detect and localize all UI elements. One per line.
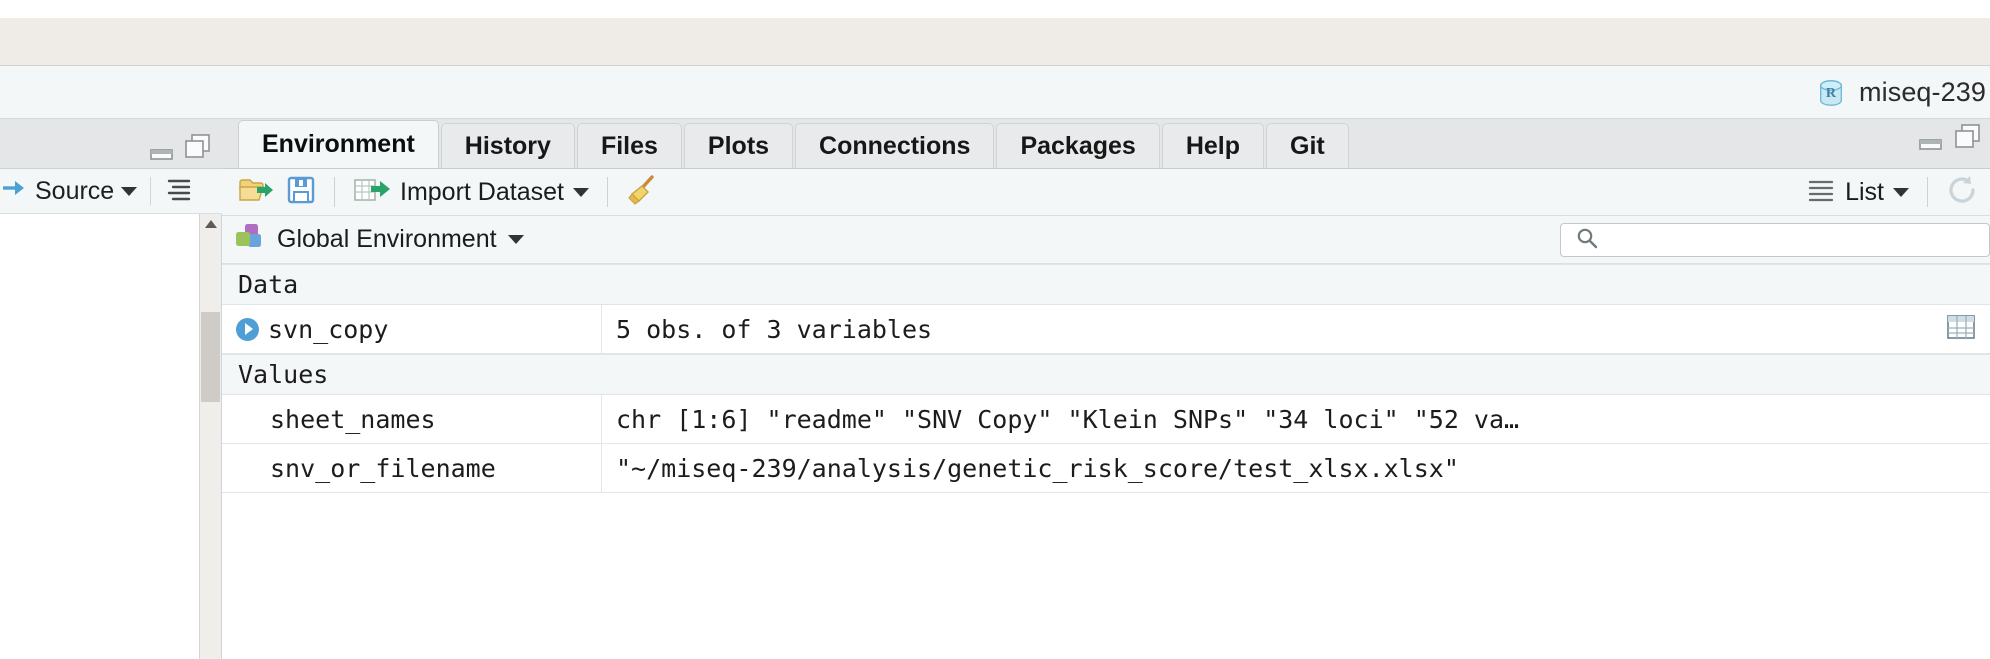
source-editor-body[interactable] bbox=[0, 214, 222, 659]
environment-pane: Environment History Files Plots Connecti… bbox=[222, 119, 1990, 659]
tab-files-label: Files bbox=[600, 131, 658, 160]
source-pane: Source bbox=[0, 119, 222, 659]
source-pane-titlebar bbox=[0, 119, 222, 169]
minimize-icon[interactable] bbox=[1918, 131, 1944, 156]
source-scrollbar-thumb[interactable] bbox=[201, 312, 220, 402]
environment-search-box[interactable] bbox=[1560, 223, 1990, 257]
toolbar-separator bbox=[606, 177, 608, 207]
source-toolbar: Source bbox=[0, 169, 222, 214]
section-title: Values bbox=[238, 360, 329, 389]
refresh-button[interactable] bbox=[1940, 171, 1990, 214]
chevron-down-icon[interactable] bbox=[572, 187, 589, 197]
object-name: snv_or_filename bbox=[270, 453, 496, 483]
section-header-values: Values bbox=[222, 354, 1990, 395]
environment-toolbar: Import Dataset bbox=[222, 169, 1990, 216]
r-project-icon: R bbox=[1816, 78, 1846, 108]
save-floppy-icon bbox=[286, 175, 316, 210]
project-name-label: miseq-239 bbox=[1859, 77, 1986, 107]
source-button[interactable]: Source bbox=[0, 176, 138, 206]
refresh-icon bbox=[1946, 174, 1980, 211]
object-value: "~/miseq-239/analysis/genetic_risk_score… bbox=[616, 453, 1459, 483]
tab-history-label: History bbox=[464, 131, 551, 160]
expand-object-icon[interactable] bbox=[236, 317, 259, 341]
tab-connections-label: Connections bbox=[819, 131, 971, 160]
window-top-edge bbox=[0, 0, 1990, 18]
tab-environment[interactable]: Environment bbox=[238, 120, 439, 168]
section-title: Data bbox=[238, 270, 299, 299]
toolbar-separator bbox=[334, 177, 335, 207]
load-workspace-button[interactable] bbox=[232, 172, 280, 213]
object-name-cell[interactable]: svn_copy bbox=[222, 305, 602, 353]
environment-pane-window-controls[interactable] bbox=[1918, 123, 1990, 168]
tab-git[interactable]: Git bbox=[1266, 123, 1349, 168]
open-folder-icon bbox=[238, 175, 274, 210]
chevron-down-icon[interactable] bbox=[507, 235, 524, 244]
tab-packages-label: Packages bbox=[1020, 131, 1136, 160]
list-lines-icon bbox=[1806, 177, 1836, 208]
object-value-cell: chr [1:6] "readme" "SNV Copy" "Klein SNP… bbox=[602, 395, 1990, 443]
object-value: chr [1:6] "readme" "SNV Copy" "Klein SNP… bbox=[616, 404, 1520, 434]
search-icon bbox=[1575, 226, 1599, 255]
tab-files[interactable]: Files bbox=[576, 123, 682, 168]
object-value-cell: 5 obs. of 3 variables bbox=[602, 305, 1932, 353]
broom-icon bbox=[626, 174, 658, 210]
tab-plots[interactable]: Plots bbox=[683, 123, 794, 168]
project-bar: R miseq-239 bbox=[0, 66, 1990, 119]
view-mode-button[interactable]: List bbox=[1800, 174, 1915, 211]
environment-tabbar: Environment History Files Plots Connecti… bbox=[222, 119, 1990, 169]
maximize-icon[interactable] bbox=[1954, 123, 1982, 156]
table-row[interactable]: snv_or_filename "~/miseq-239/analysis/ge… bbox=[222, 444, 1990, 493]
tab-help[interactable]: Help bbox=[1161, 123, 1265, 168]
minimize-icon[interactable] bbox=[149, 141, 175, 166]
import-dataset-button[interactable]: Import Dataset bbox=[347, 172, 595, 213]
project-selector[interactable]: R miseq-239 bbox=[1816, 66, 1990, 119]
svg-text:R: R bbox=[1826, 84, 1837, 100]
object-value-cell: "~/miseq-239/analysis/genetic_risk_score… bbox=[602, 444, 1990, 492]
object-name: sheet_names bbox=[270, 404, 436, 434]
tab-history[interactable]: History bbox=[440, 123, 575, 168]
environment-object-table: Data svn_copy 5 obs. of 3 variables bbox=[222, 264, 1990, 659]
object-name-cell[interactable]: snv_or_filename bbox=[222, 444, 602, 492]
view-mode-label: List bbox=[1845, 177, 1884, 206]
table-row[interactable]: sheet_names chr [1:6] "readme" "SNV Copy… bbox=[222, 395, 1990, 444]
tab-help-label: Help bbox=[1185, 131, 1241, 160]
source-arrow-icon bbox=[2, 177, 28, 206]
environment-selector-row: Global Environment bbox=[222, 216, 1990, 264]
global-environment-selector[interactable]: Global Environment bbox=[234, 222, 524, 257]
chevron-down-icon[interactable] bbox=[121, 186, 138, 196]
toolbar-separator bbox=[150, 177, 152, 205]
document-outline-icon[interactable] bbox=[164, 176, 194, 207]
source-scrollbar[interactable] bbox=[199, 214, 221, 659]
clear-workspace-button[interactable] bbox=[620, 172, 664, 213]
import-dataset-label: Import Dataset bbox=[400, 177, 564, 206]
scroll-up-arrow-icon[interactable] bbox=[202, 217, 220, 233]
global-environment-icon bbox=[234, 222, 266, 257]
source-pane-window-controls[interactable] bbox=[149, 133, 212, 166]
section-header-data: Data bbox=[222, 264, 1990, 305]
object-name: svn_copy bbox=[268, 314, 389, 344]
view-table-icon[interactable] bbox=[1946, 313, 1976, 346]
tab-connections[interactable]: Connections bbox=[795, 123, 995, 168]
menu-bar[interactable] bbox=[0, 18, 1990, 66]
toolbar-separator bbox=[1927, 177, 1928, 207]
save-workspace-button[interactable] bbox=[280, 172, 322, 213]
table-row[interactable]: svn_copy 5 obs. of 3 variables bbox=[222, 305, 1990, 354]
import-dataset-icon bbox=[353, 175, 391, 210]
tab-packages[interactable]: Packages bbox=[996, 123, 1160, 168]
tab-plots-label: Plots bbox=[707, 131, 770, 160]
tab-environment-label: Environment bbox=[262, 130, 415, 158]
global-environment-label: Global Environment bbox=[277, 225, 497, 253]
tab-git-label: Git bbox=[1290, 131, 1325, 160]
chevron-down-icon[interactable] bbox=[1893, 187, 1909, 197]
object-value: 5 obs. of 3 variables bbox=[616, 314, 933, 344]
tabbar-filler bbox=[1351, 123, 1918, 168]
view-data-cell[interactable] bbox=[1932, 305, 1990, 353]
source-button-label: Source bbox=[35, 176, 115, 205]
maximize-icon[interactable] bbox=[184, 133, 212, 166]
object-name-cell[interactable]: sheet_names bbox=[222, 395, 602, 443]
